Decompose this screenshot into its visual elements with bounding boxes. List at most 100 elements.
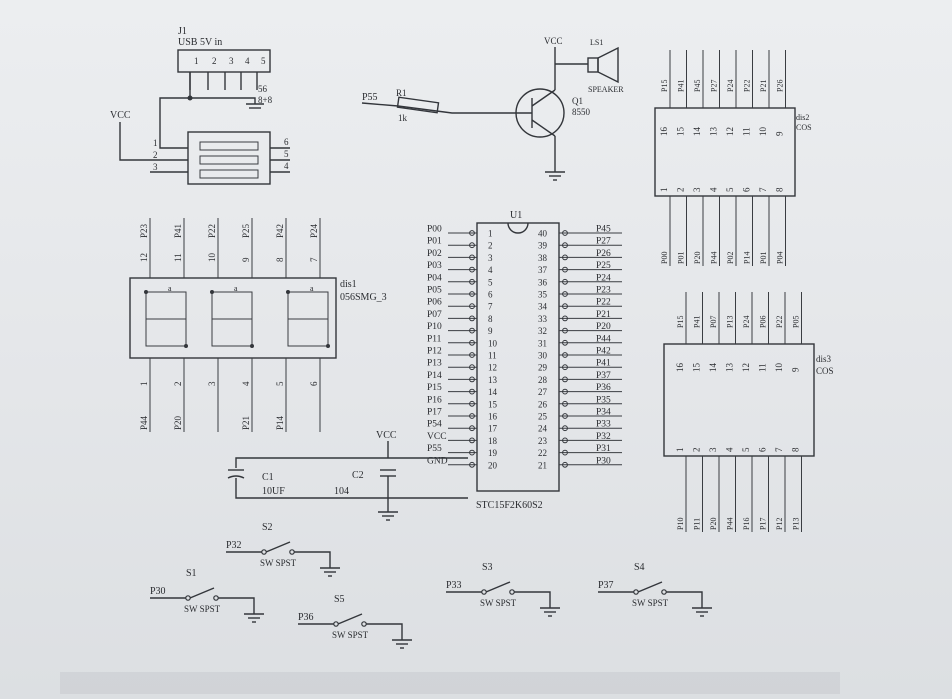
ic-pin-net: P32 <box>596 432 611 442</box>
dis3-pin-net: P07 <box>709 316 718 328</box>
ic-pin-net: P41 <box>596 359 611 369</box>
dis2-pin-number: 16 <box>659 127 669 137</box>
resistor-wire <box>361 102 532 114</box>
resistor-value: 1k <box>398 113 408 123</box>
switch-pin-label: 1 <box>153 138 158 148</box>
usb-ground-wire <box>190 97 256 104</box>
ic-notch <box>507 222 529 234</box>
dis2-pin-net: P24 <box>726 80 735 92</box>
caps-vcc-label: VCC <box>376 430 397 441</box>
dis3-pin-number: 2 <box>692 448 702 453</box>
dis2-pin-number: 12 <box>725 127 735 136</box>
ic-pin-net: P24 <box>596 273 611 283</box>
switch-ground-wire <box>666 591 703 608</box>
dis1-pin-number: 12 <box>139 253 149 262</box>
switch-slot <box>199 169 259 179</box>
dis2-pin-number: 4 <box>709 187 719 192</box>
display-dis2: dis2 COS 16P151P0015P412P0114P453P2013P2… <box>654 50 812 266</box>
dis1-pin-net: P14 <box>275 415 285 430</box>
ic-pin-marker <box>562 315 568 322</box>
ic-pin-number: 37 <box>538 265 548 275</box>
ic-pin-marker <box>469 230 475 236</box>
ic-pin-number: 39 <box>538 241 548 251</box>
dis2-pin-net: P44 <box>710 252 719 264</box>
ic-pin-net: P10 <box>427 322 442 332</box>
ic-pin-net: P44 <box>596 334 611 344</box>
dis1-part: 056SMG_3 <box>340 292 387 303</box>
ic-pin-marker <box>469 278 475 285</box>
dis3-pins: 16P151P1015P412P1114P073P2013P134P4412P2… <box>675 292 802 532</box>
switch-lever <box>337 613 363 625</box>
dis1-digit-corner <box>250 344 254 348</box>
paper-bottom-edge <box>60 672 840 694</box>
ic-pin-marker <box>469 364 475 371</box>
ic-pin-marker <box>469 461 475 468</box>
switch-contact <box>509 589 515 595</box>
transistor-part: 8550 <box>572 107 591 117</box>
dis1-digit-corner <box>184 344 188 348</box>
dis2-pin-net: P00 <box>660 252 669 264</box>
dis1-pin-number: 7 <box>309 257 319 262</box>
ic-pin-net: P55 <box>427 444 442 454</box>
ic-pin-marker <box>562 230 568 236</box>
c1-ref: C1 <box>262 472 274 483</box>
ic-pin-number: 15 <box>488 399 498 409</box>
ic-pin-net: P16 <box>427 395 442 405</box>
ic-pin-marker <box>469 254 475 261</box>
usb-ref: J1 <box>178 26 187 37</box>
dis1-pin-number: 8 <box>275 257 285 262</box>
ic-body <box>476 222 560 492</box>
ic-pin-marker <box>469 266 475 273</box>
dis2-pin-number: 3 <box>692 187 702 192</box>
dis2-pin-number: 9 <box>775 131 785 136</box>
dis2-pin-net: P14 <box>743 252 752 264</box>
dis1-pin-number: 5 <box>275 381 285 386</box>
ic-pin-net: P20 <box>596 322 611 332</box>
dis2-pin-number: 10 <box>758 127 768 137</box>
switch-contact <box>333 621 339 627</box>
ic-pin-number: 27 <box>538 387 548 397</box>
ic-pin-marker <box>562 364 568 371</box>
dis1-pin-number: 2 <box>173 382 183 387</box>
dis1-segment-label: a <box>234 284 238 293</box>
dis1-pin-net: P23 <box>139 223 149 238</box>
switch-type: SW SPST <box>332 630 369 640</box>
ic-pin-number: 38 <box>538 253 548 263</box>
ic-pin-net: P01 <box>427 237 442 247</box>
dis3-pin-number: 4 <box>725 447 735 452</box>
ic-pin-marker <box>562 303 568 310</box>
dis1-pin-net: P25 <box>241 223 251 238</box>
switch-contact <box>661 589 667 595</box>
ic-pin-net: P31 <box>596 444 611 454</box>
switch-type: SW SPST <box>260 558 297 568</box>
dis3-pin-number: 10 <box>774 363 784 373</box>
ic-pin-net: P12 <box>427 347 442 357</box>
switch-type: SW SPST <box>184 604 221 614</box>
dis3-pin-net: P11 <box>693 518 702 530</box>
ic-pin-net: P45 <box>596 225 611 235</box>
dis1-digit-corner <box>326 344 330 348</box>
ic-pin-number: 28 <box>538 375 548 385</box>
c1-plate <box>227 475 245 479</box>
switch-type: SW SPST <box>480 598 517 608</box>
dis3-pin-net: P16 <box>742 518 751 530</box>
dis3-pin-net: P24 <box>742 316 751 328</box>
ic-pin-marker <box>469 400 475 407</box>
dis1-pin-number: 11 <box>173 253 183 262</box>
switch-ref: S4 <box>634 562 645 573</box>
dis3-pin-number: 8 <box>791 447 801 452</box>
ic-pin-number: 12 <box>488 363 497 373</box>
dis3-pin-net: P13 <box>726 316 735 328</box>
ic-pin-number: 13 <box>488 375 498 385</box>
ic-pin-number: 16 <box>488 412 498 422</box>
switch-contact <box>633 589 639 595</box>
dis2-pin-net: P45 <box>693 80 702 92</box>
dis3-pin-number: 13 <box>725 363 735 373</box>
dis3-pin-number: 9 <box>791 367 801 372</box>
ic-pin-net: P35 <box>596 395 611 405</box>
ic-part: STC15F2K60S2 <box>476 500 543 511</box>
switch-pin-label: 6 <box>284 137 289 147</box>
